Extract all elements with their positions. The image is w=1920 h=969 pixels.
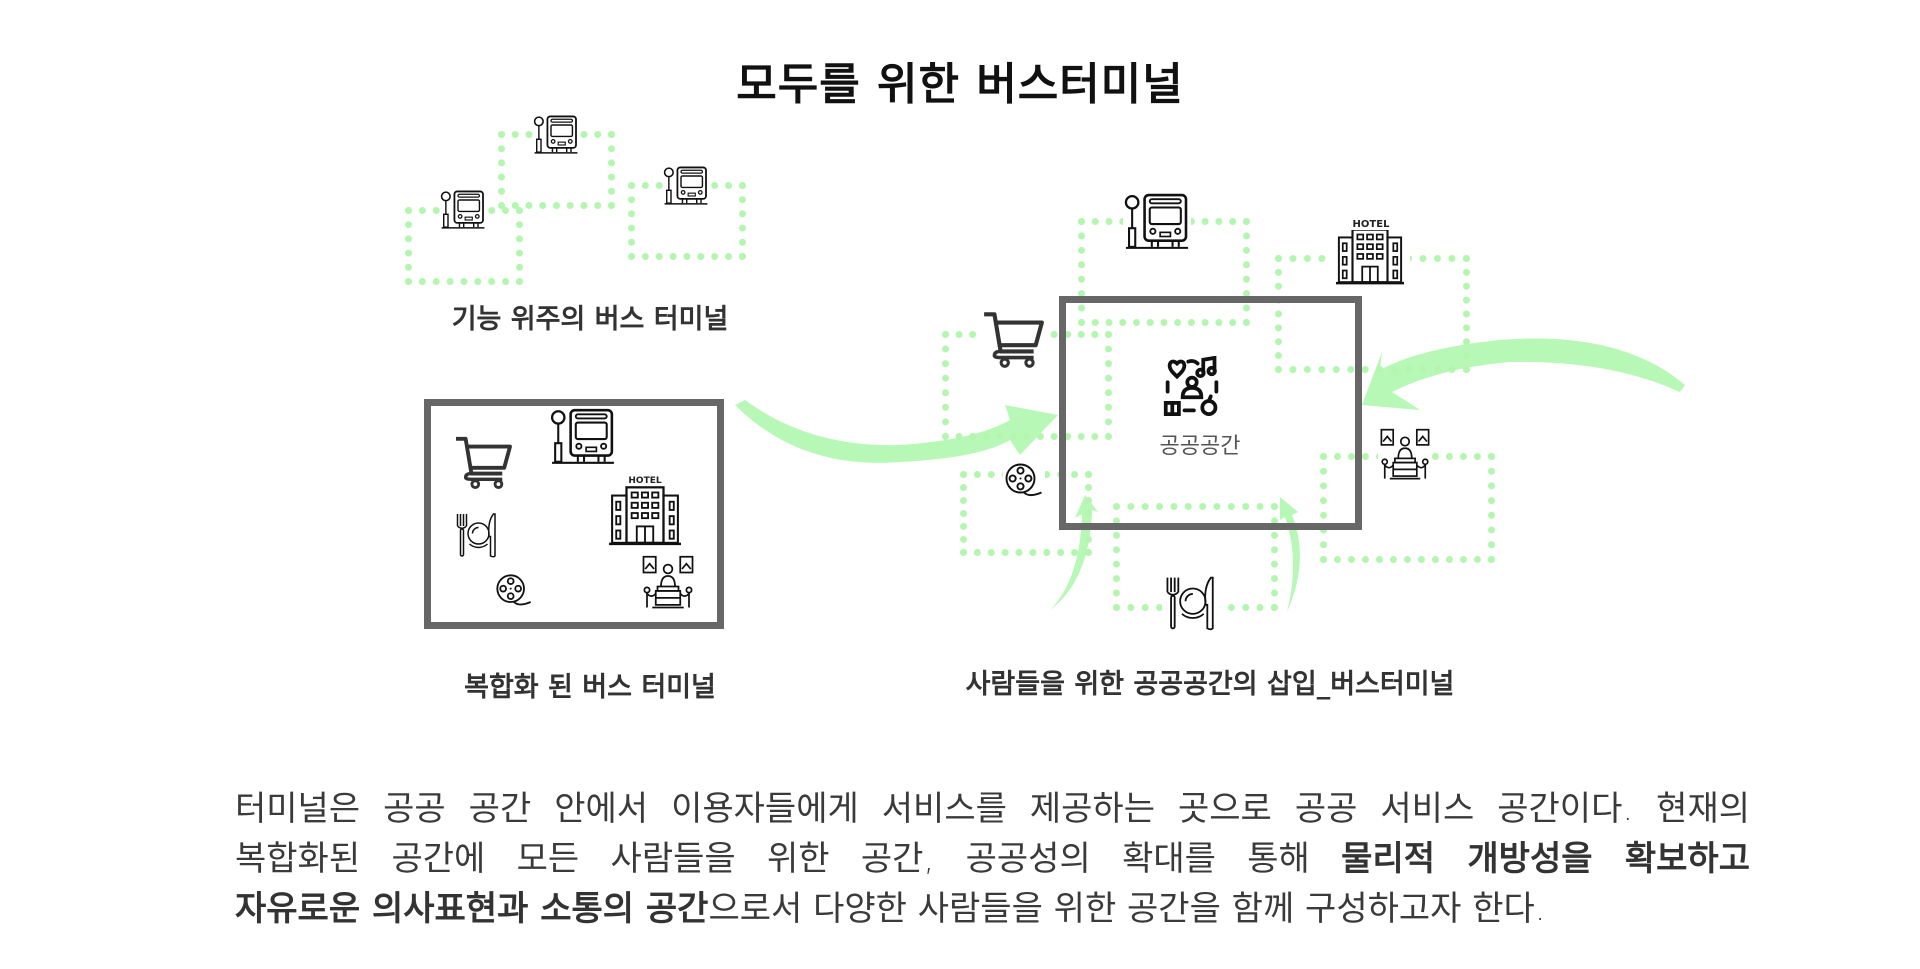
museum-exhibit-icon [640, 555, 696, 611]
hotel-sign: HOTEL [624, 476, 666, 486]
caption-functional: 기능 위주의 버스 터미널 [451, 304, 729, 335]
shopping-cart-icon [452, 435, 514, 489]
paragraph-line-2-emphasis: 물리적 개방성을 확보하고 [1341, 839, 1750, 879]
museum-exhibit-icon [1378, 427, 1432, 483]
bus-stop-icon [550, 408, 616, 466]
paragraph-line-3-emphasis: 자유로운 의사표현과 소통의 공간 [235, 889, 709, 929]
complex-terminal-box [424, 399, 724, 629]
public-space-box [1059, 296, 1362, 530]
bus-stop-icon [533, 115, 579, 155]
caption-public: 사람들을 위한 공공공간의 삽입_버스터미널 [965, 669, 1455, 700]
community-activities-icon [1162, 356, 1222, 416]
paragraph-line-3-text: 으로서 다양한 사람들을 위한 공간을 함께 구성하고자 한다. [708, 889, 1546, 929]
dining-icon [1162, 573, 1220, 633]
bus-stop-icon [1123, 193, 1191, 251]
description-paragraph: 터미널은 공공 공간 안에서 이용자들에게 서비스를 제공하는 곳으로 공공 서… [235, 784, 1750, 934]
paragraph-line-2-text: 복합화된 공간에 모든 사람들을 위한 공간, 공공성의 확대를 통해 [235, 839, 1310, 879]
caption-complex: 복합화 된 버스 터미널 [464, 672, 716, 703]
public-space-label: 공공공간 [1159, 434, 1241, 459]
bus-stop-icon [663, 166, 709, 206]
dining-icon [453, 511, 501, 559]
paragraph-line-3: 자유로운 의사표현과 소통의 공간으로서 다양한 사람들을 위한 공간을 함께 … [235, 884, 1750, 934]
hotel-sign: HOTEL [1350, 219, 1392, 230]
paragraph-line-2: 복합화된 공간에 모든 사람들을 위한 공간, 공공성의 확대를 통해 물리적 … [235, 834, 1750, 884]
shopping-cart-icon [980, 310, 1046, 368]
paragraph-line-1: 터미널은 공공 공간 안에서 이용자들에게 서비스를 제공하는 곳으로 공공 서… [235, 789, 1750, 829]
hotel-icon [608, 475, 682, 549]
page-title: 모두를 위한 버스터미널 [736, 59, 1184, 110]
film-reel-icon [494, 572, 534, 612]
film-reel-icon [1003, 461, 1045, 503]
bus-stop-icon [440, 190, 486, 230]
